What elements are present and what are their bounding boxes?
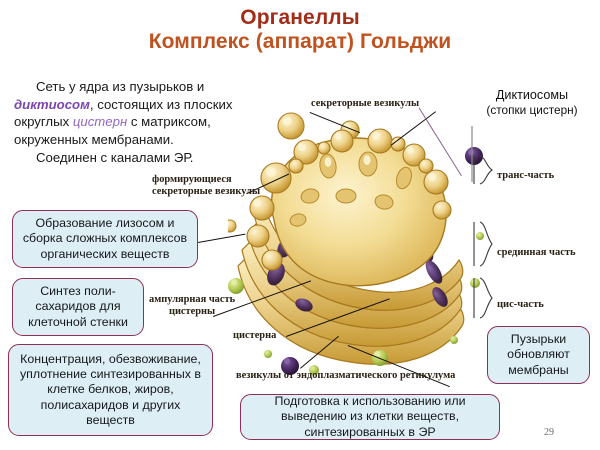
callout-concentration-text: Концентрация, обезвоживание, уплотнение … bbox=[19, 352, 202, 427]
label-er-vesicles: везикулы от эндоплазматического ретикулу… bbox=[236, 370, 456, 381]
intro-sentence-1: Сеть у ядра из пузырьков и диктиосом, со… bbox=[14, 78, 250, 149]
term-dictiosom: диктиосом bbox=[14, 96, 90, 112]
intro-text-1: Сеть у ядра из пузырьков и bbox=[36, 79, 205, 94]
label-forming-secretory-vesicles: формирующиеся секреторные везикулы bbox=[152, 174, 260, 199]
callout-preparation[interactable]: Подготовка к использованию или выведению… bbox=[240, 394, 500, 440]
callout-polysaccharide-synthesis[interactable]: Синтез поли-сахаридов для клеточной стен… bbox=[12, 278, 144, 336]
callout-polysaccharide-text: Синтез поли-сахаридов для клеточной стен… bbox=[28, 284, 128, 329]
label-cisterna: цистерна bbox=[233, 330, 277, 341]
callout-concentration[interactable]: Концентрация, обезвоживание, уплотнение … bbox=[8, 344, 213, 436]
term-cistern: цистерн bbox=[72, 114, 128, 130]
title-line-1: Органеллы bbox=[240, 6, 360, 29]
callout-preparation-text: Подготовка к использованию или выведению… bbox=[274, 394, 466, 439]
label-cis-part: цис-часть bbox=[497, 299, 544, 310]
intro-sentence-2: Соединен с каналами ЭР. bbox=[36, 149, 194, 165]
callout-lysosome-formation[interactable]: Образование лизосом и сборка сложных ком… bbox=[12, 210, 198, 268]
callout-lysosome-text: Образование лизосом и сборка сложных ком… bbox=[22, 216, 188, 261]
page-title: Органеллы Комплекс (аппарат) Гольджи bbox=[0, 6, 600, 53]
label-ampullar-line-1: ампулярная часть bbox=[149, 294, 236, 305]
title-line-2: Комплекс (аппарат) Гольджи bbox=[148, 29, 452, 53]
intro-paragraph: Сеть у ядра из пузырьков и диктиосом, со… bbox=[14, 78, 250, 166]
dictiosomy-line-1: Диктиосомы bbox=[495, 88, 569, 102]
dictiosomy-line-2: (стопки цистерн) bbox=[486, 103, 578, 118]
label-forming-line-2: секреторные везикулы bbox=[152, 186, 261, 198]
bracket-group bbox=[466, 126, 500, 322]
callout-vesicles-renew-membranes[interactable]: Пузырьки обновляют мембраны bbox=[487, 326, 590, 384]
label-ampullar-line-2: цистерны bbox=[168, 306, 216, 318]
label-forming-line-1: формирующиеся bbox=[152, 174, 232, 185]
intro-text-2: , состоящих из плоских округлых bbox=[14, 96, 233, 130]
page-number: 29 bbox=[544, 427, 554, 438]
golgi-apparatus-diagram bbox=[228, 108, 496, 388]
label-median-part: срединная часть bbox=[497, 247, 576, 258]
label-ampullar-part: ампулярная часть цистерны bbox=[149, 294, 235, 319]
callout-vesicles-renew-text: Пузырьки обновляют мембраны bbox=[507, 332, 570, 377]
label-dictiosomy: Диктиосомы (стопки цистерн) bbox=[466, 88, 598, 117]
intro-text-3: с матриксом, окруженных мембранами. bbox=[14, 114, 211, 148]
label-secretory-vesicles: секреторные везикулы bbox=[311, 98, 420, 109]
label-trans-part: транс-часть bbox=[497, 170, 555, 181]
